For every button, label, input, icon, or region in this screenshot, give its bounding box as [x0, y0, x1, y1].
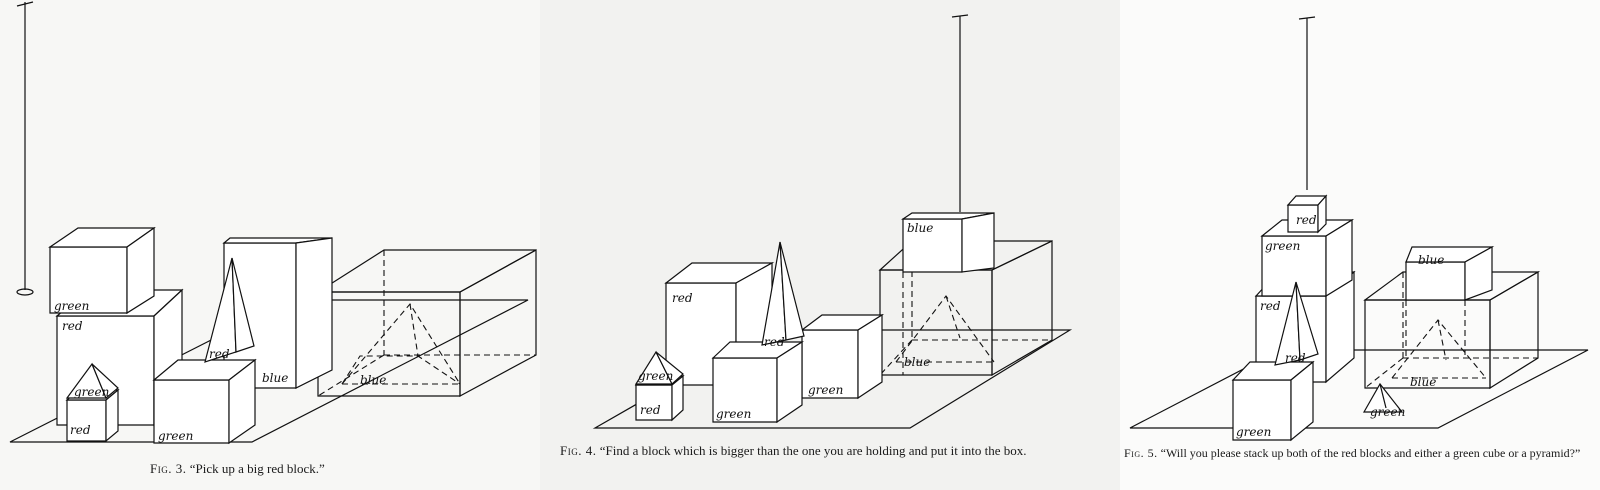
box [1363, 270, 1541, 390]
label-red-lower-block: red [62, 319, 83, 333]
label-blue-pyramid: blue [904, 355, 930, 369]
label-green-front-block: green [716, 407, 751, 421]
figure-4-caption: Fig. 4. “Find a block which is bigger th… [560, 443, 1085, 459]
label-blue-tall-block: blue [262, 371, 288, 385]
label-blue-pyramid: blue [1410, 375, 1436, 389]
blue-tall-block [222, 237, 333, 389]
blue-block-in-box [1405, 245, 1495, 358]
red-pyramid [204, 257, 255, 363]
label-green-front-block: green [158, 429, 193, 443]
figure-3-panel: green red green red green red blue blue … [0, 0, 540, 490]
figure-5-caption: Fig. 5. “Will you please stack up both o… [1124, 446, 1594, 460]
red-top-cube [1286, 194, 1328, 234]
green-front-block [152, 358, 257, 445]
green-bottom-block [1231, 360, 1315, 442]
figure-3-caption-text: “Pick up a big red block.” [189, 461, 325, 476]
figure-5-number: Fig. 5. [1124, 446, 1158, 460]
label-green-small-pyramid: green [74, 385, 109, 399]
label-red-pyramid: red [1285, 351, 1306, 365]
label-blue-pyramid: blue [360, 373, 386, 387]
label-green-right-block: green [808, 383, 843, 397]
label-red-small-cube: red [640, 403, 661, 417]
hand-arm-top [1298, 16, 1316, 20]
label-green-small-pyramid: green [638, 369, 673, 383]
label-green-middle-cube: green [1265, 239, 1300, 253]
green-right-block [800, 313, 885, 400]
hand-arm-top [951, 14, 969, 18]
figure-3-number: Fig. 3. [150, 461, 187, 476]
label-blue-block: blue [1418, 253, 1444, 267]
label-red-lower-block: red [1260, 299, 1281, 313]
figure-3-drawing: green red green red green red blue blue [9, 1, 537, 445]
blue-held-block [901, 212, 995, 375]
green-small-pyramid [65, 362, 119, 399]
green-front-block [711, 340, 805, 424]
blue-pyramid-in-box [341, 303, 461, 385]
figure-4-drawing: red red green red green green blue blue [592, 14, 1073, 429]
hand-grip [16, 288, 34, 296]
green-small-pyramid [1362, 382, 1404, 413]
label-red-top-cube: red [1296, 213, 1317, 227]
blue-pyramid-in-box [895, 295, 995, 363]
figure-3-caption: Fig. 3. “Pick up a big red block.” [150, 461, 325, 477]
green-top-cube [48, 226, 156, 315]
figure-4-caption-text: “Find a block which is bigger than the o… [599, 443, 1027, 458]
label-green-small-pyramid: green [1370, 405, 1405, 419]
blue-pyramid-in-box [1391, 319, 1487, 379]
red-pyramid [1274, 281, 1319, 366]
label-green-bottom-block: green [1236, 425, 1271, 439]
figure-4-number: Fig. 4. [560, 443, 597, 458]
label-red-pyramid: red [764, 335, 785, 349]
red-pyramid [761, 241, 805, 346]
label-red-small-cube: red [70, 423, 91, 437]
figure-5-caption-text: “Will you please stack up both of the re… [1160, 446, 1581, 460]
label-red-pyramid: red [209, 347, 230, 361]
green-small-pyramid [634, 350, 684, 385]
hand-arm-top [16, 1, 34, 7]
table-surface [1129, 349, 1589, 429]
label-red-big-block: red [672, 291, 693, 305]
label-blue-held-block: blue [907, 221, 933, 235]
figure-5-drawing: red green red red green blue blue green [1129, 16, 1589, 442]
label-green-top-cube: green [54, 299, 89, 313]
figure-4-panel: red red green red green green blue blue … [540, 0, 1120, 490]
figure-5-panel: red green red red green blue blue green … [1120, 0, 1600, 490]
